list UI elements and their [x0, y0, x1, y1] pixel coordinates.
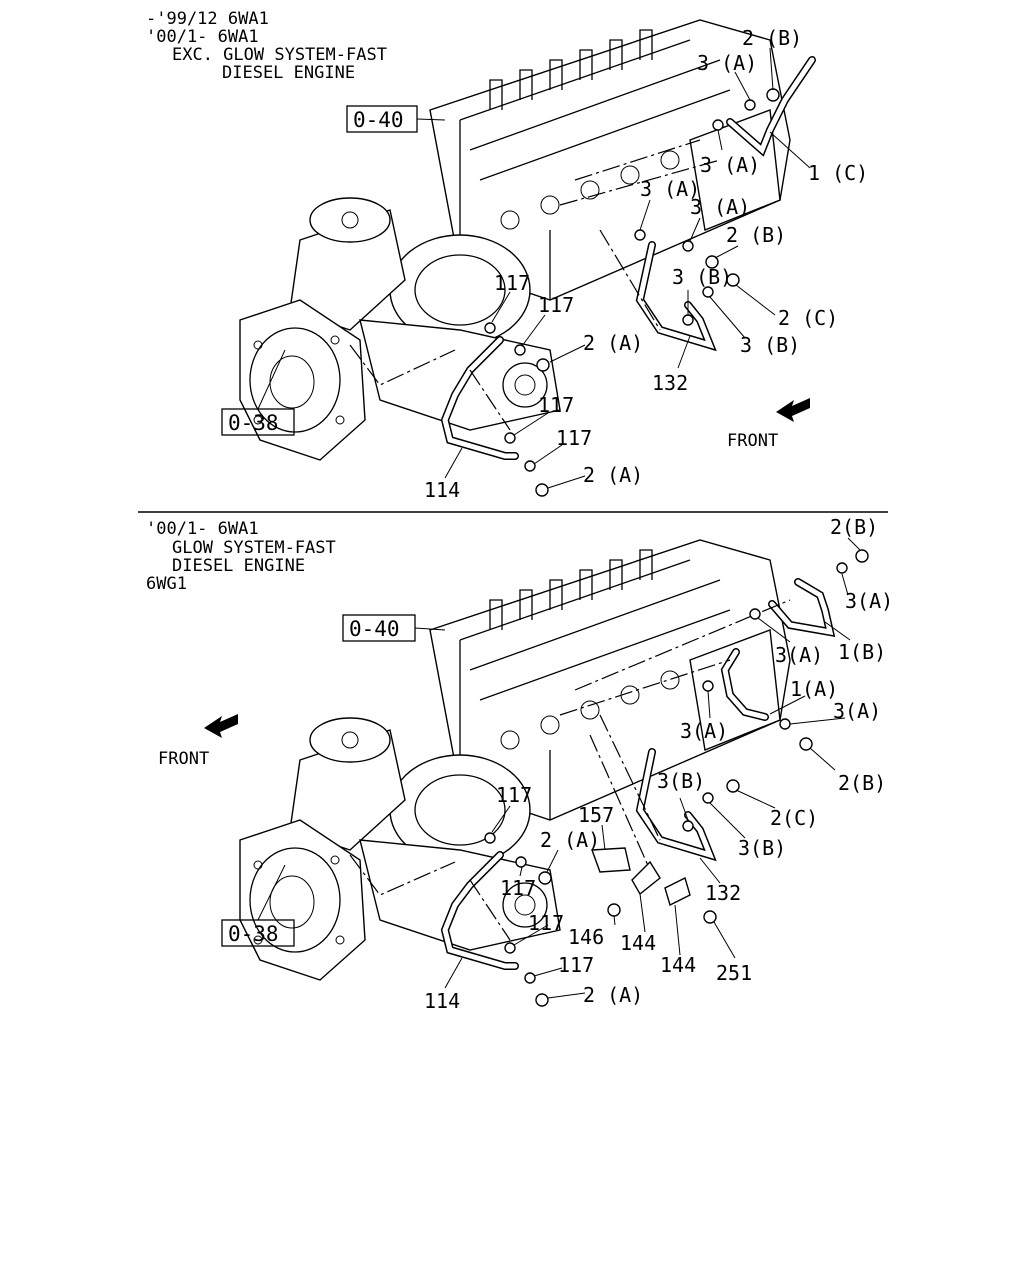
top-front-label: FRONT [727, 431, 778, 451]
top-callout-117-3: 117 [538, 393, 574, 417]
top-callout-2a-2: 2 (A) [583, 463, 643, 487]
top-callout-3a-1: 3 (A) [697, 51, 757, 75]
bottom-header-line-4: 6WG1 [146, 574, 187, 594]
top-header-line-4: DIESEL ENGINE [222, 63, 355, 83]
top-header-line-2: '00/1- 6WA1 [146, 27, 259, 47]
top-callout-117-1: 117 [494, 271, 530, 295]
top-front-arrow-icon [776, 398, 810, 422]
bottom-callout-144-2: 144 [660, 953, 696, 977]
top-callout-2c: 2 (C) [778, 306, 838, 330]
bottom-callout-132: 132 [705, 881, 741, 905]
top-callout-3b-1: 3 (B) [672, 265, 732, 289]
bottom-callout-3b-1: 3(B) [657, 769, 705, 793]
top-engine-assembly [239, 19, 791, 461]
top-callout-2a-1: 2 (A) [583, 331, 643, 355]
top-callout-3b-2: 3 (B) [740, 333, 800, 357]
bottom-callout-117-4: 117 [558, 953, 594, 977]
bottom-callout-144-1: 144 [620, 931, 656, 955]
bottom-callout-2a-2: 2 (A) [583, 983, 643, 1007]
bottom-section: '00/1- 6WA1 GLOW SYSTEM-FAST DIESEL ENGI… [146, 515, 893, 1013]
top-ref-box-0-38-label: 0-38 [228, 411, 279, 435]
bottom-header-line-2: GLOW SYSTEM-FAST [172, 538, 336, 558]
bottom-callout-3a-3: 3(A) [680, 719, 728, 743]
top-callout-117-2: 117 [538, 293, 574, 317]
top-ref-box-0-40-label: 0-40 [353, 108, 404, 132]
top-callout-132: 132 [652, 371, 688, 395]
bottom-callout-117-3: 117 [528, 911, 564, 935]
top-callout-3a-2: 3 (A) [700, 153, 760, 177]
bottom-bracket-144-b [664, 876, 691, 907]
bottom-callout-3a-2: 3(A) [775, 643, 823, 667]
top-header-line-3: EXC. GLOW SYSTEM-FAST [172, 45, 387, 65]
top-section: -'99/12 6WA1 '00/1- 6WA1 EXC. GLOW SYSTE… [146, 9, 868, 502]
bottom-callout-2c: 2(C) [770, 806, 818, 830]
top-callout-3a-4: 3 (A) [690, 195, 750, 219]
bottom-bracket-157 [591, 847, 631, 873]
bottom-callout-3a-4: 3(A) [833, 699, 881, 723]
bottom-callout-1b: 1(B) [838, 640, 886, 664]
bottom-header-line-1: '00/1- 6WA1 [146, 519, 259, 539]
top-callout-1c: 1 (C) [808, 161, 868, 185]
top-callout-2b: 2 (B) [742, 26, 802, 50]
bottom-ref-box-0-40-label: 0-40 [349, 617, 400, 641]
bottom-ref-box-0-38-label: 0-38 [228, 922, 279, 946]
bottom-callout-1a: 1(A) [790, 677, 838, 701]
bottom-front-arrow-icon [204, 714, 238, 738]
bottom-callout-3b-2: 3(B) [738, 836, 786, 860]
top-callout-114: 114 [424, 478, 460, 502]
bottom-callout-2b-2: 2(B) [838, 771, 886, 795]
bottom-callout-3a-1: 3(A) [845, 589, 893, 613]
top-callout-3a-3: 3 (A) [640, 177, 700, 201]
bottom-header-line-3: DIESEL ENGINE [172, 556, 305, 576]
bottom-front-label: FRONT [158, 749, 209, 769]
bottom-callout-2a-1: 2 (A) [540, 828, 600, 852]
top-callout-117-4: 117 [556, 426, 592, 450]
bottom-callout-146: 146 [568, 925, 604, 949]
top-header-line-1: -'99/12 6WA1 [146, 9, 269, 29]
bottom-callout-251: 251 [716, 961, 752, 985]
top-callout-2b-2: 2 (B) [726, 223, 786, 247]
bottom-callout-117-1: 117 [496, 783, 532, 807]
bottom-callout-2b-1: 2(B) [830, 515, 878, 539]
bottom-callout-117-2: 117 [500, 876, 536, 900]
bottom-bracket-144-a [631, 860, 661, 896]
bottom-callout-157: 157 [578, 803, 614, 827]
bottom-callout-114: 114 [424, 989, 460, 1013]
